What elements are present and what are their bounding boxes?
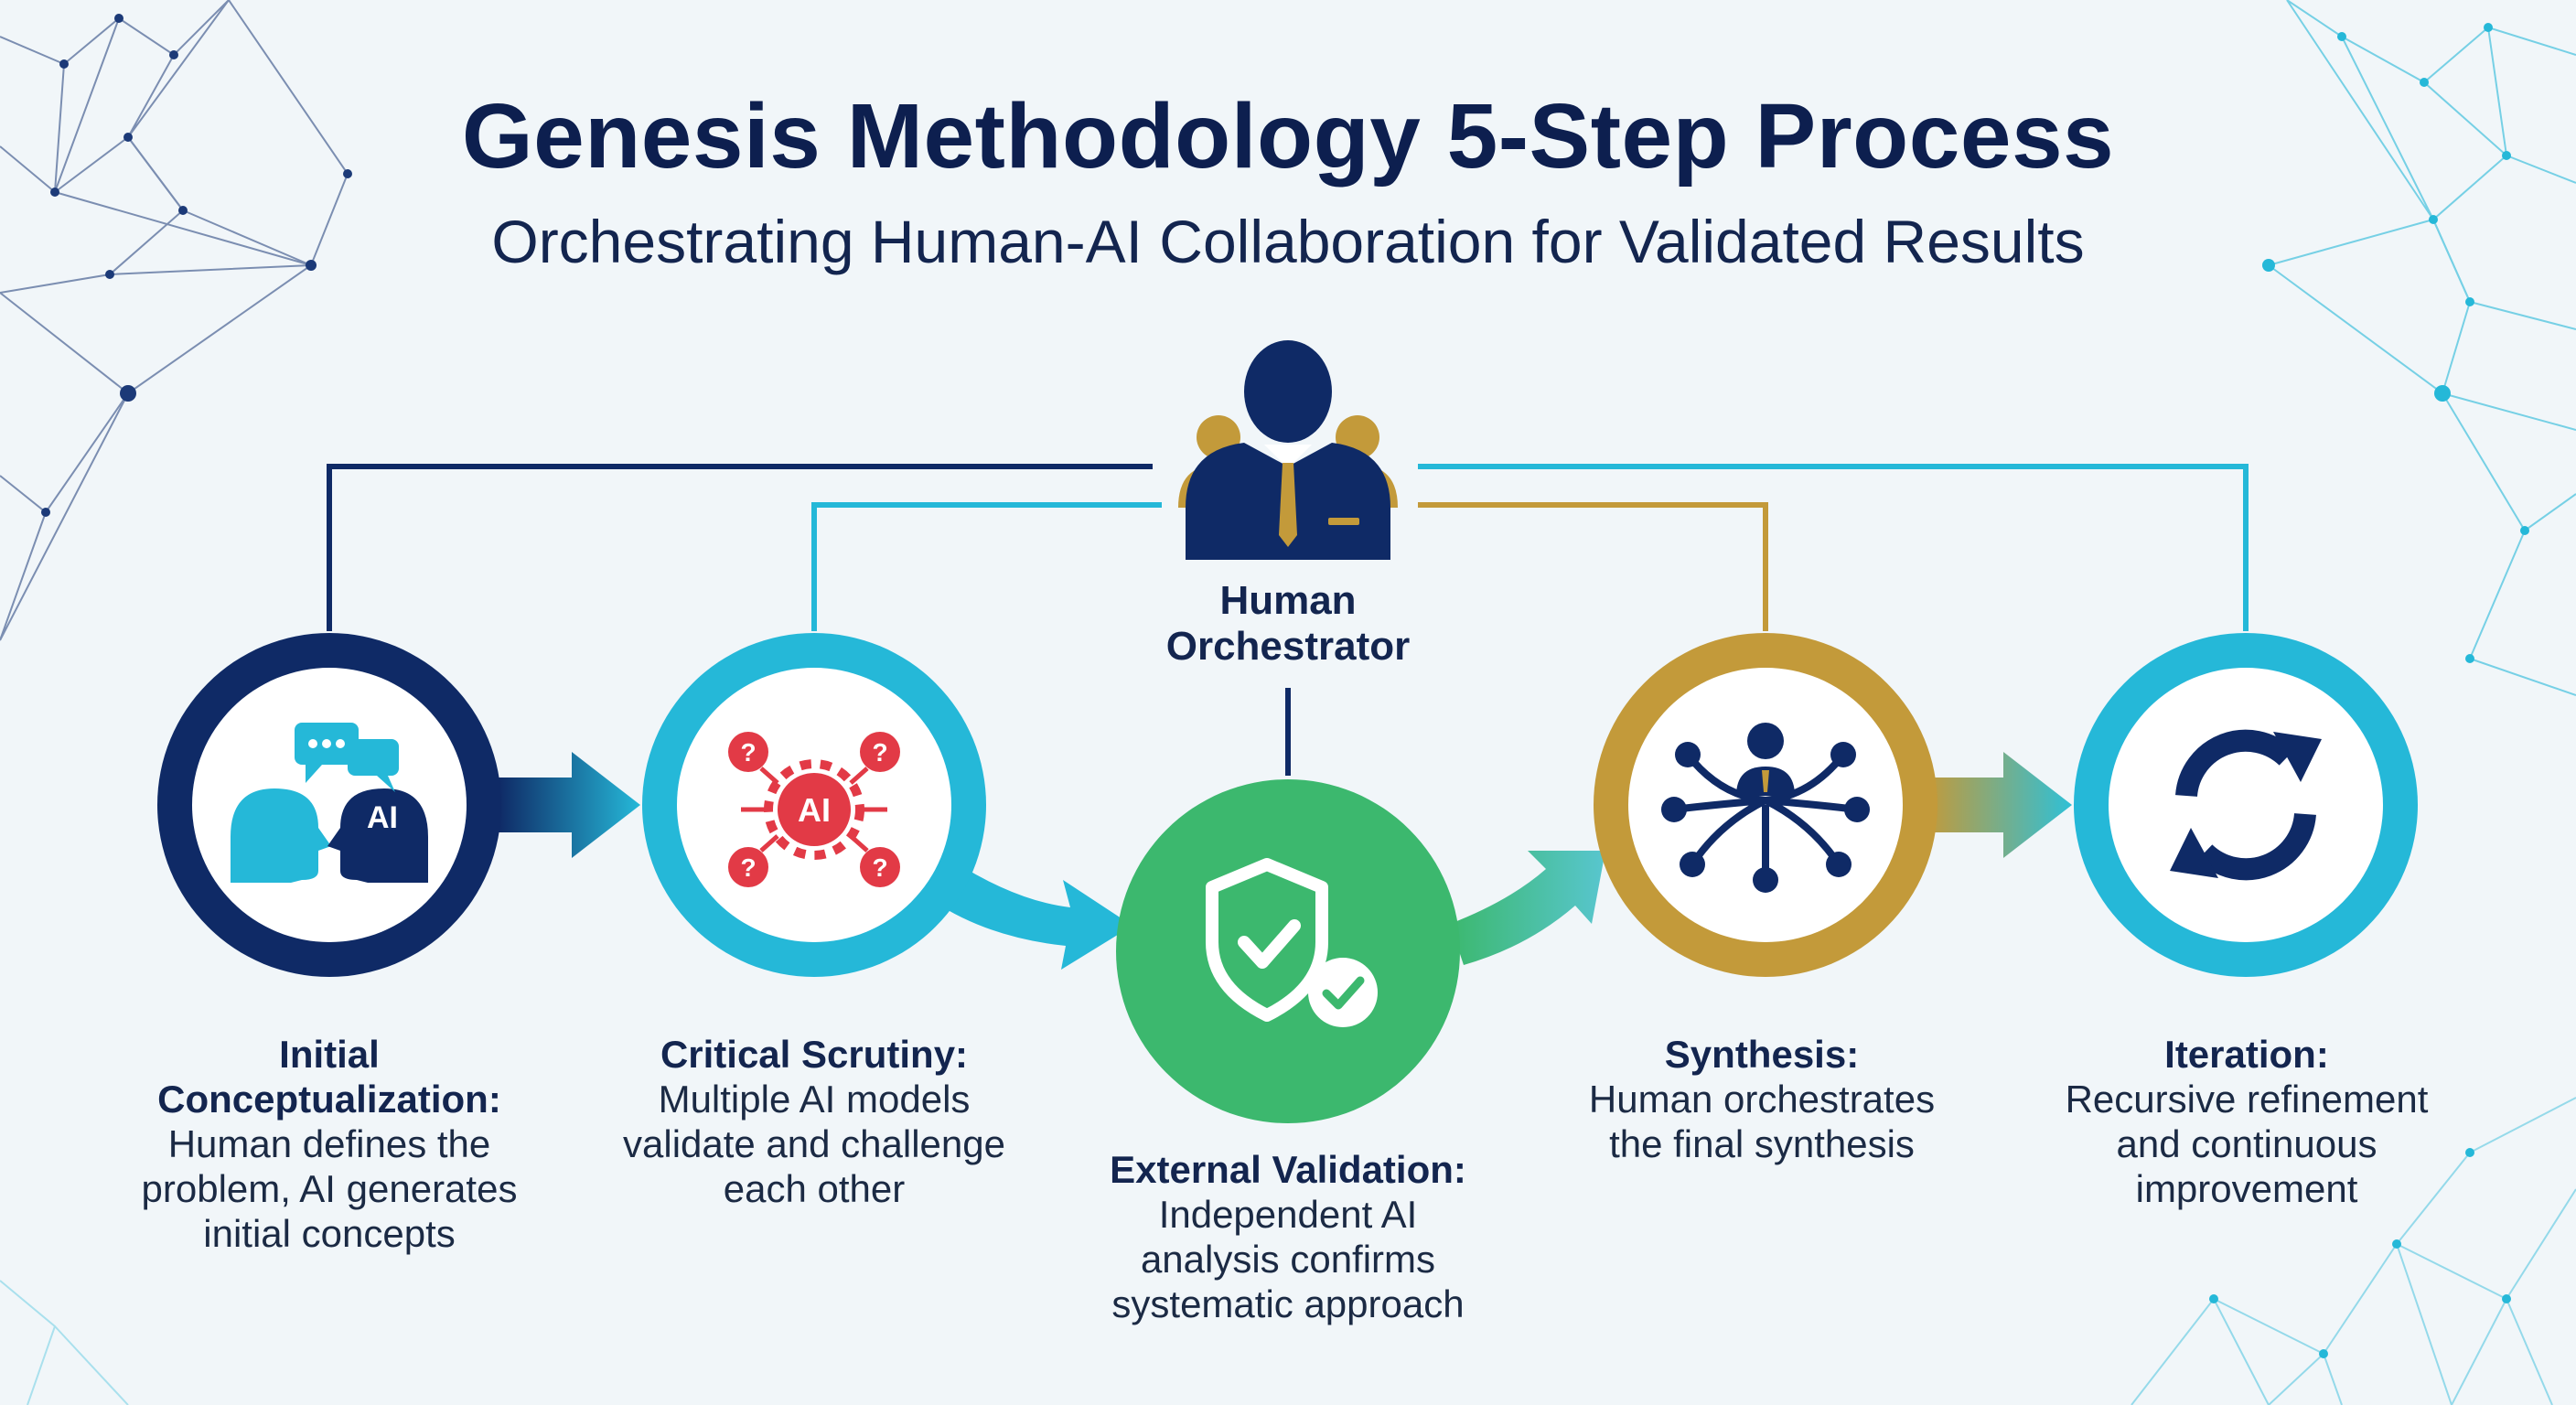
step-1-desc-line3: initial concepts (203, 1212, 456, 1255)
arrow-3-to-4 (1450, 851, 1605, 965)
step-2-desc-line1: Multiple AI models (658, 1078, 971, 1121)
step-2-title: Critical Scrutiny: (660, 1033, 969, 1076)
step-1-caption: Initial Conceptualization: Human defines… (91, 1032, 567, 1256)
arrow-4-to-5 (1926, 752, 2072, 858)
step-3-desc-line3: systematic approach (1111, 1282, 1465, 1325)
step-5-caption: Iteration: Recursive refinement and cont… (2009, 1032, 2485, 1211)
step-5-desc-line3: improvement (2135, 1167, 2358, 1210)
step-5-desc-line2: and continuous (2116, 1122, 2377, 1165)
step-4-node (1594, 633, 1937, 977)
arrow-1-to-2 (499, 752, 640, 858)
step-1-title-line2: Conceptualization: (157, 1078, 501, 1121)
step-1-node: AI (157, 633, 501, 977)
step-1-desc-line2: problem, AI generates (141, 1167, 518, 1210)
step-2-caption: Critical Scrutiny: Multiple AI models va… (576, 1032, 1052, 1211)
step-3-node (1116, 779, 1460, 1123)
step-4-caption: Synthesis: Human orchestrates the final … (1524, 1032, 2000, 1166)
shield-check-icon (1206, 858, 1378, 1027)
network-nodes-right (2262, 23, 2529, 663)
refresh-cycle-icon (2170, 729, 2322, 881)
step-4-title: Synthesis: (1664, 1033, 1860, 1076)
step-4-desc-line1: Human orchestrates (1588, 1078, 1936, 1121)
step-2-node: AI ? ? ? ? (642, 633, 986, 977)
human-ai-dialogue-icon: AI (231, 723, 428, 883)
question-mark: ? (872, 738, 887, 767)
step-5-node (2074, 633, 2418, 977)
step-1-desc-line1: Human defines the (167, 1122, 491, 1165)
connector-step1 (327, 464, 1153, 631)
ai-questions-icon: AI ? ? ? ? (728, 732, 900, 887)
network-nodes-left (41, 14, 352, 517)
question-mark: ? (872, 853, 887, 882)
orchestrator-label-line1: Human (1219, 578, 1357, 623)
page-title: Genesis Methodology 5-Step Process (461, 85, 2115, 188)
connector-step2 (811, 502, 1162, 631)
arrow-2-to-3 (933, 860, 1132, 970)
network-decoration-bottom-left (0, 1280, 129, 1405)
network-hub-icon (1661, 723, 1870, 893)
step-4-desc-line2: the final synthesis (1609, 1122, 1915, 1165)
connector-step5 (1418, 464, 2249, 631)
step-3-desc-line1: Independent AI (1158, 1193, 1418, 1236)
ai-chip-label: AI (798, 791, 831, 829)
step-5-title: Iteration: (2164, 1033, 2329, 1076)
question-mark: ? (740, 738, 756, 767)
step-2-desc-line2: validate and challenge (623, 1122, 1005, 1165)
business-person-icon (1178, 340, 1398, 560)
step-3-desc-line2: analysis confirms (1140, 1238, 1436, 1281)
connector-step4 (1418, 502, 1768, 631)
step-5-desc-line1: Recursive refinement (2065, 1078, 2429, 1121)
question-mark: ? (740, 853, 756, 882)
step-3-caption: External Validation: Independent AI anal… (1050, 1147, 1526, 1326)
step-1-title-line1: Initial (279, 1033, 380, 1076)
step-2-desc-line3: each other (723, 1167, 906, 1210)
orchestrator-label: Human Orchestrator (1105, 578, 1471, 670)
orchestrator-label-line2: Orchestrator (1165, 624, 1411, 669)
network-nodes-bottom (2209, 1148, 2511, 1358)
step-3-title: External Validation: (1110, 1148, 1466, 1191)
page-subtitle: Orchestrating Human-AI Collaboration for… (491, 208, 2085, 275)
ai-head-label: AI (367, 800, 398, 835)
